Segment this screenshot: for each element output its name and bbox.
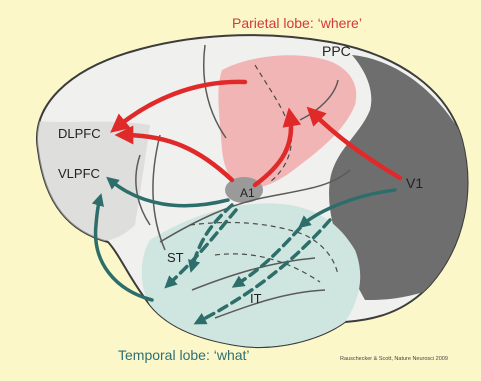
title-parietal: Parietal lobe: ‘where’ bbox=[232, 15, 362, 31]
label-ppc: PPC bbox=[322, 43, 351, 59]
label-vlpfc: VLPFC bbox=[58, 166, 100, 181]
title-temporal: Temporal lobe: ‘what’ bbox=[118, 347, 250, 363]
label-a1: A1 bbox=[240, 186, 255, 200]
label-v1: V1 bbox=[406, 175, 423, 191]
label-it: IT bbox=[250, 291, 262, 306]
citation: Rauschecker & Scott, Nature Neurosci 200… bbox=[340, 356, 448, 362]
label-st: ST bbox=[167, 250, 184, 265]
label-dlpfc: DLPFC bbox=[58, 126, 101, 141]
